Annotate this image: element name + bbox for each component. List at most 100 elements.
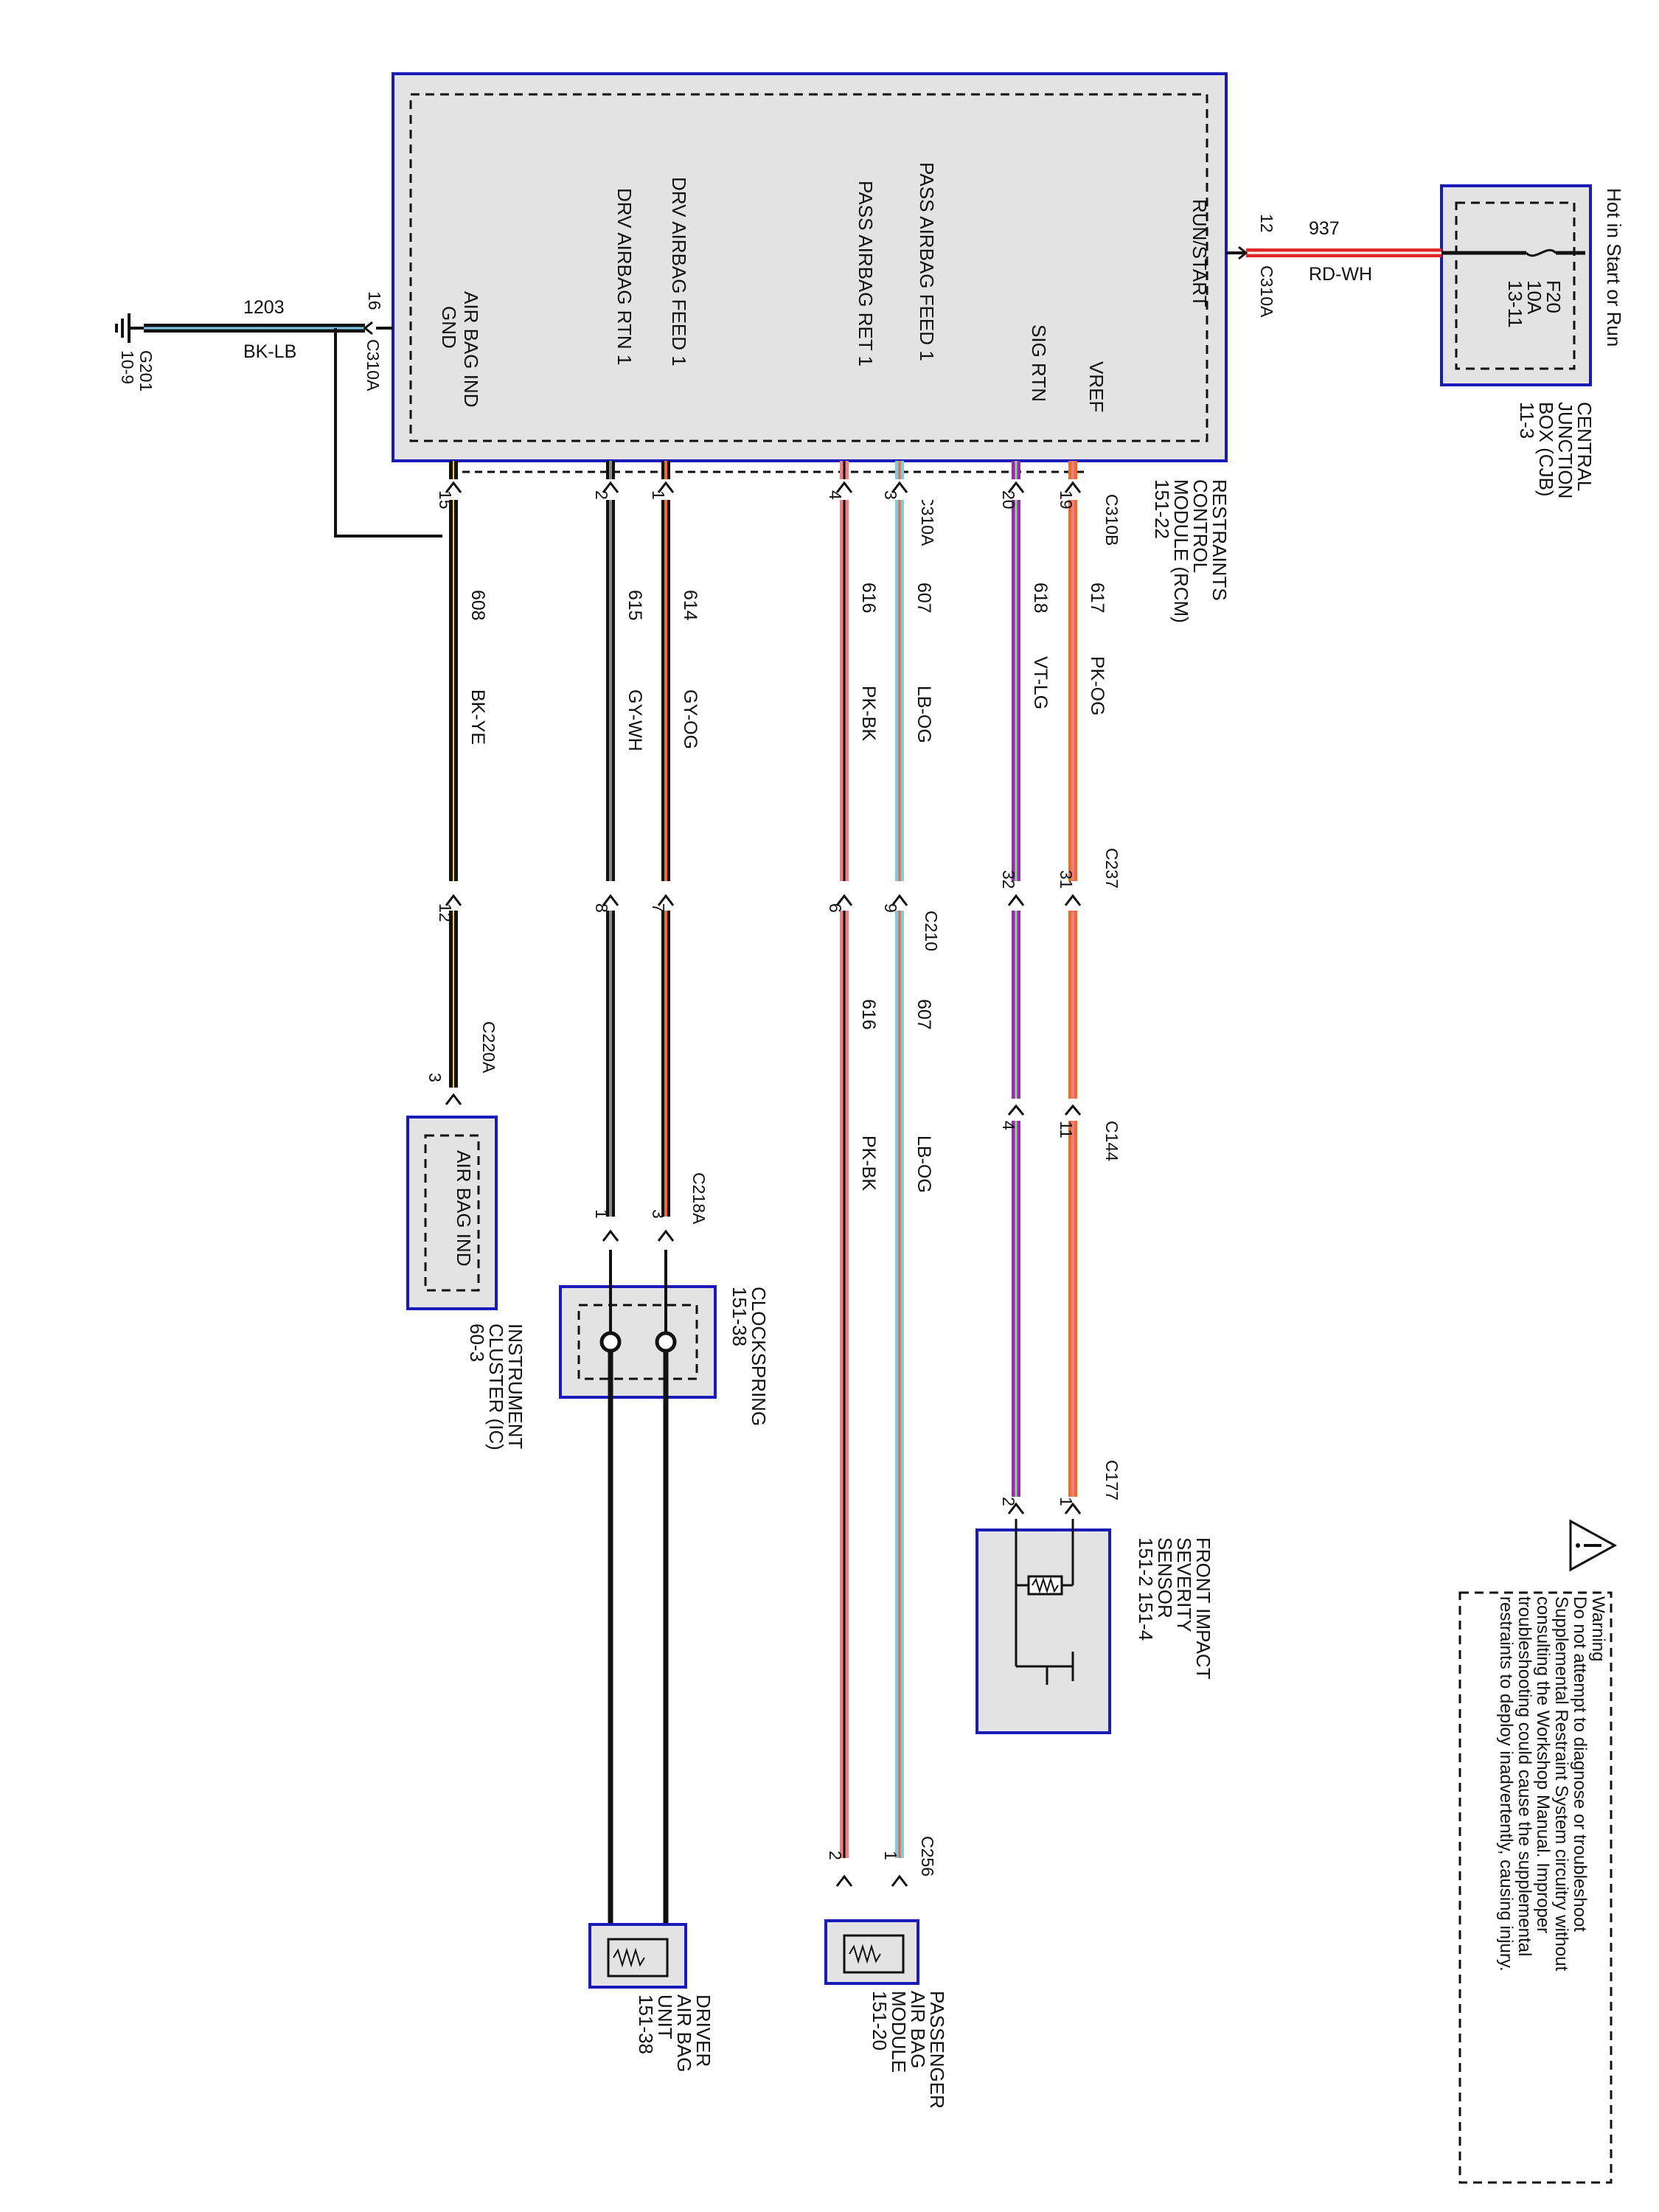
fiss-name: SENSOR [1154, 1537, 1176, 1618]
pin-number: 1 [592, 1209, 611, 1219]
rcm-pin-drv-rtn: DRV AIRBAG RTN 1 [613, 188, 636, 365]
wire-circuit: 616 [858, 999, 879, 1030]
pabm-name: AIR BAG [907, 1991, 929, 2068]
pin-number: 6 [826, 903, 845, 913]
rcm-pin-gnd: GND [438, 306, 460, 349]
wire-color: PK-OG [1087, 656, 1107, 716]
fiss-ref: 151-2 151-4 [1135, 1537, 1157, 1641]
ic-inner-label: AIR BAG IND [453, 1150, 475, 1266]
ic-name: 60-3 [466, 1324, 488, 1362]
pin-number: 1 [649, 490, 668, 500]
cjb-name: BOX (CJB) [1535, 402, 1557, 497]
driver-air-bag-unit: DRIVER AIR BAG UNIT 151-38 [588, 1923, 714, 2072]
dabu-name: AIR BAG [673, 1994, 695, 2072]
rcm-name: RESTRAINTS [1208, 479, 1231, 601]
connector-c310a: C310A [918, 494, 937, 546]
warning-box: Warning Do not attempt to diagnose or tr… [1458, 1519, 1618, 2184]
wire-circuit: 937 [1309, 218, 1340, 239]
wire-color: PK-BK [858, 686, 879, 741]
connector-c310a: C310A [1257, 265, 1276, 318]
warning-line: troubleshooting could cause the suppleme… [1514, 1596, 1534, 1956]
wire-618: 618 VT-LG [1012, 461, 1051, 1519]
pin-number: 4 [999, 1121, 1018, 1130]
wire-937: 937 RD-WH [1238, 218, 1441, 285]
connector-c210: C210 [922, 911, 941, 951]
pin-number: 31 [1057, 870, 1076, 889]
wire-color: GY-OG [680, 689, 700, 749]
wire-circuit: 608 [467, 590, 488, 621]
fuse-id: F20 [1543, 280, 1565, 313]
wire-color: LB-OG [914, 1135, 934, 1193]
wire-circuit: 607 [914, 582, 934, 613]
pin-number: 4 [826, 490, 845, 500]
wire-color: VT-LG [1030, 656, 1051, 709]
connector-c177: C177 [1102, 1460, 1121, 1500]
connector-c310a: C310A [364, 339, 383, 392]
front-impact-severity-sensor: FRONT IMPACT SEVERITY SENSOR 151-2 151-4 [975, 1519, 1214, 1734]
rcm-pin-drv-feed: DRV AIRBAG FEED 1 [668, 177, 690, 366]
rcm-pin-pass-feed: PASS AIRBAG FEED 1 [916, 162, 938, 361]
pin-number: 1 [881, 1851, 900, 1860]
warning-line: restraints to deploy inadvertently, caus… [1496, 1596, 1516, 1972]
dabu-name: UNIT [654, 1994, 676, 2039]
ground-icon [115, 313, 144, 343]
dabu-name: 151-38 [635, 1994, 657, 2054]
pin-number: 11 [1057, 1121, 1076, 1138]
rcm-pin-airbag-ind: AIR BAG IND [460, 291, 482, 407]
fuse-icon [1525, 248, 1557, 257]
wire-circuit: 607 [914, 999, 934, 1030]
clockspring-name: CLOCKSPRING [748, 1287, 770, 1426]
connector-c220a: C220A [479, 1021, 498, 1074]
pin-number: 1 [1057, 1497, 1076, 1506]
wire-circuit: 614 [680, 590, 700, 621]
connector-c144: C144 [1102, 1121, 1121, 1161]
pabm-name: PASSENGER [926, 1991, 948, 2109]
wire-circuit: 616 [858, 582, 879, 613]
cjb-hot-label: Hot in Start or Run [1603, 188, 1625, 347]
ic-name: CLUSTER (IC) [485, 1324, 507, 1450]
pin-number: 2 [999, 1497, 1018, 1506]
pin-number: 12 [436, 903, 455, 922]
pin-number: 16 [365, 291, 384, 310]
pin-number: 20 [999, 490, 1018, 509]
wire-color: BK-LB [243, 341, 296, 362]
rcm-name: CONTROL [1189, 479, 1211, 573]
instrument-cluster: AIR BAG IND INSTRUMENT CLUSTER (IC) 60-3 [406, 1116, 526, 1450]
pin-number: 15 [436, 490, 455, 509]
clockspring-name: 151-38 [728, 1287, 751, 1346]
dabu-name: DRIVER [692, 1994, 714, 2067]
cjb-name: CENTRAL [1573, 402, 1596, 491]
passenger-air-bag-module: PASSENGER AIR BAG MODULE 151-20 [824, 1919, 948, 2109]
ic-name: INSTRUMENT [504, 1324, 526, 1450]
wire-circuit: 1203 [243, 297, 285, 318]
pin-number: 3 [425, 1073, 445, 1082]
wire-1203: 1203 BK-LB G201 10-9 16 C310A [115, 291, 442, 538]
ground-id: G201 [136, 350, 156, 392]
pin-number: 9 [881, 903, 900, 913]
pin-number: 19 [1057, 490, 1076, 509]
connector-c218a: C218A [689, 1172, 709, 1225]
fuse-ref: 13-11 [1504, 280, 1526, 328]
connector-c237: C237 [1102, 848, 1121, 888]
pin-number: 8 [592, 903, 611, 913]
wire-614: 614 GY-OG [661, 461, 700, 1224]
pin-number: 2 [826, 1851, 845, 1860]
pin-number: 3 [881, 490, 900, 500]
restraints-control-module: RUN/START VREF SIG RTN PASS AIRBAG FEED … [392, 72, 1231, 623]
pin-number: 12 [1257, 214, 1276, 233]
pin-number: 3 [649, 1209, 668, 1219]
fiss-name: SEVERITY [1173, 1537, 1195, 1632]
central-junction-box: Hot in Start or Run F20 10A 13-11 CENTRA… [1440, 184, 1625, 498]
warning-line: Supplemental Restraint System circuitry … [1551, 1596, 1571, 1972]
wire-607: 607 LB-OG 607 LB-OG [895, 461, 934, 1873]
wire-617: 617 PK-OG [1068, 461, 1107, 1519]
wire-color: PK-BK [858, 1135, 879, 1191]
wire-circuit: 617 [1087, 582, 1107, 613]
rcm-name: MODULE (RCM) [1170, 479, 1192, 623]
cjb-name: 11-3 [1516, 402, 1538, 439]
wire-color: GY-WH [625, 689, 645, 751]
wire-color: LB-OG [914, 686, 934, 743]
pin-number: 2 [592, 490, 611, 500]
warning-title: Warning [1588, 1596, 1608, 1661]
pabm-name: 151-20 [869, 1991, 891, 2051]
